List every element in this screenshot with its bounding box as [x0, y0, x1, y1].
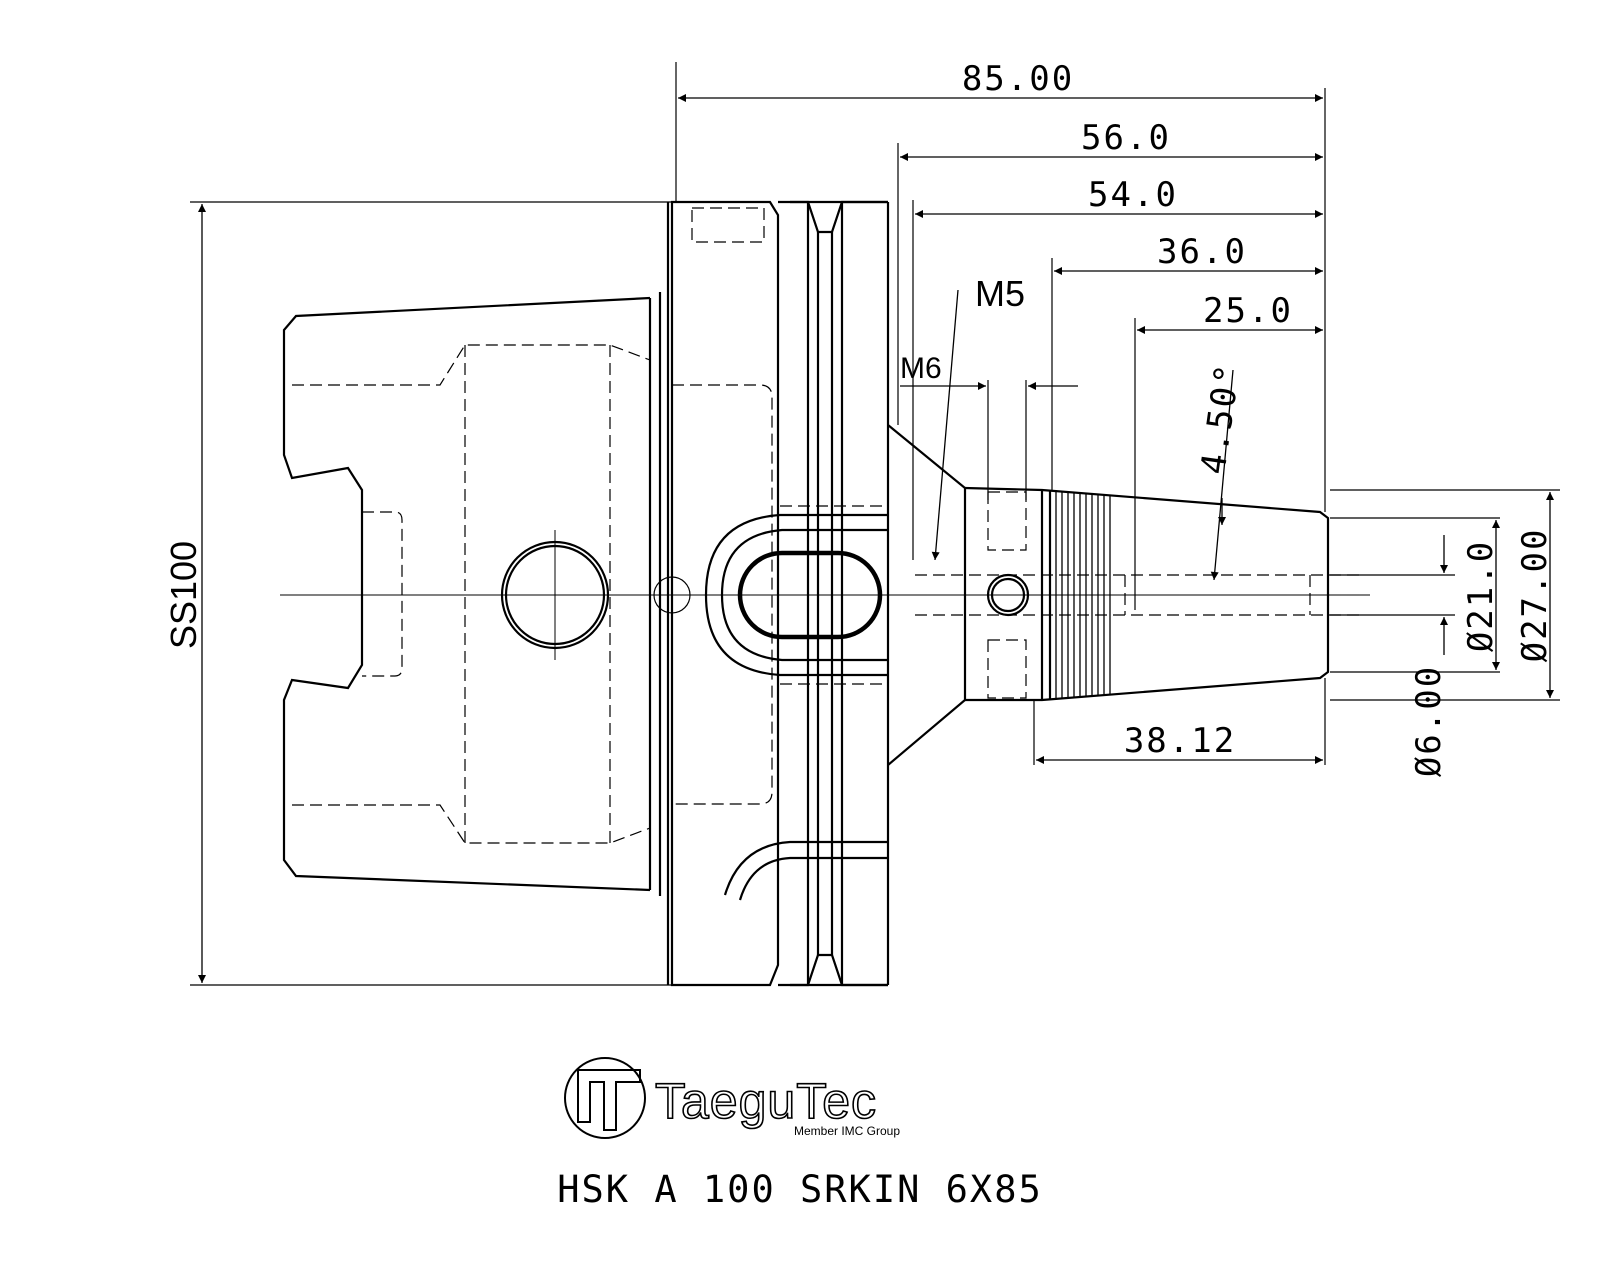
tool-holder-outline	[282, 200, 1330, 987]
dim-length-54: 54.0	[1088, 175, 1178, 215]
dim-flange-dia: SS100	[163, 541, 204, 649]
dim-diameter-6: Ø6.00	[1409, 665, 1449, 777]
logo-brand-text: TaeguTec	[655, 1073, 877, 1129]
dim-overall-length: 85.00	[962, 59, 1074, 99]
dim-diameter-21: Ø21.0	[1461, 540, 1501, 652]
dim-length-38: 38.12	[1124, 721, 1236, 761]
dim-taper-angle: 4.50°	[1193, 360, 1248, 477]
dim-length-36: 36.0	[1157, 232, 1247, 272]
dim-diameter-27: Ø27.00	[1515, 528, 1555, 663]
label-thread-m6: M6	[900, 352, 942, 385]
label-thread-m5: M5	[975, 273, 1025, 314]
dim-length-56: 56.0	[1081, 118, 1171, 158]
hidden-lines	[292, 207, 1365, 844]
logo-tagline: Member IMC Group	[794, 1124, 900, 1138]
dim-length-25: 25.0	[1203, 291, 1293, 331]
taegutec-logo: TaeguTec Member IMC Group	[564, 1057, 900, 1139]
taegutec-logo-icon	[564, 1057, 646, 1139]
dimension-lines	[198, 94, 1554, 983]
part-number-title: HSK A 100 SRKIN 6X85	[557, 1168, 1043, 1211]
extension-lines	[190, 62, 1560, 986]
